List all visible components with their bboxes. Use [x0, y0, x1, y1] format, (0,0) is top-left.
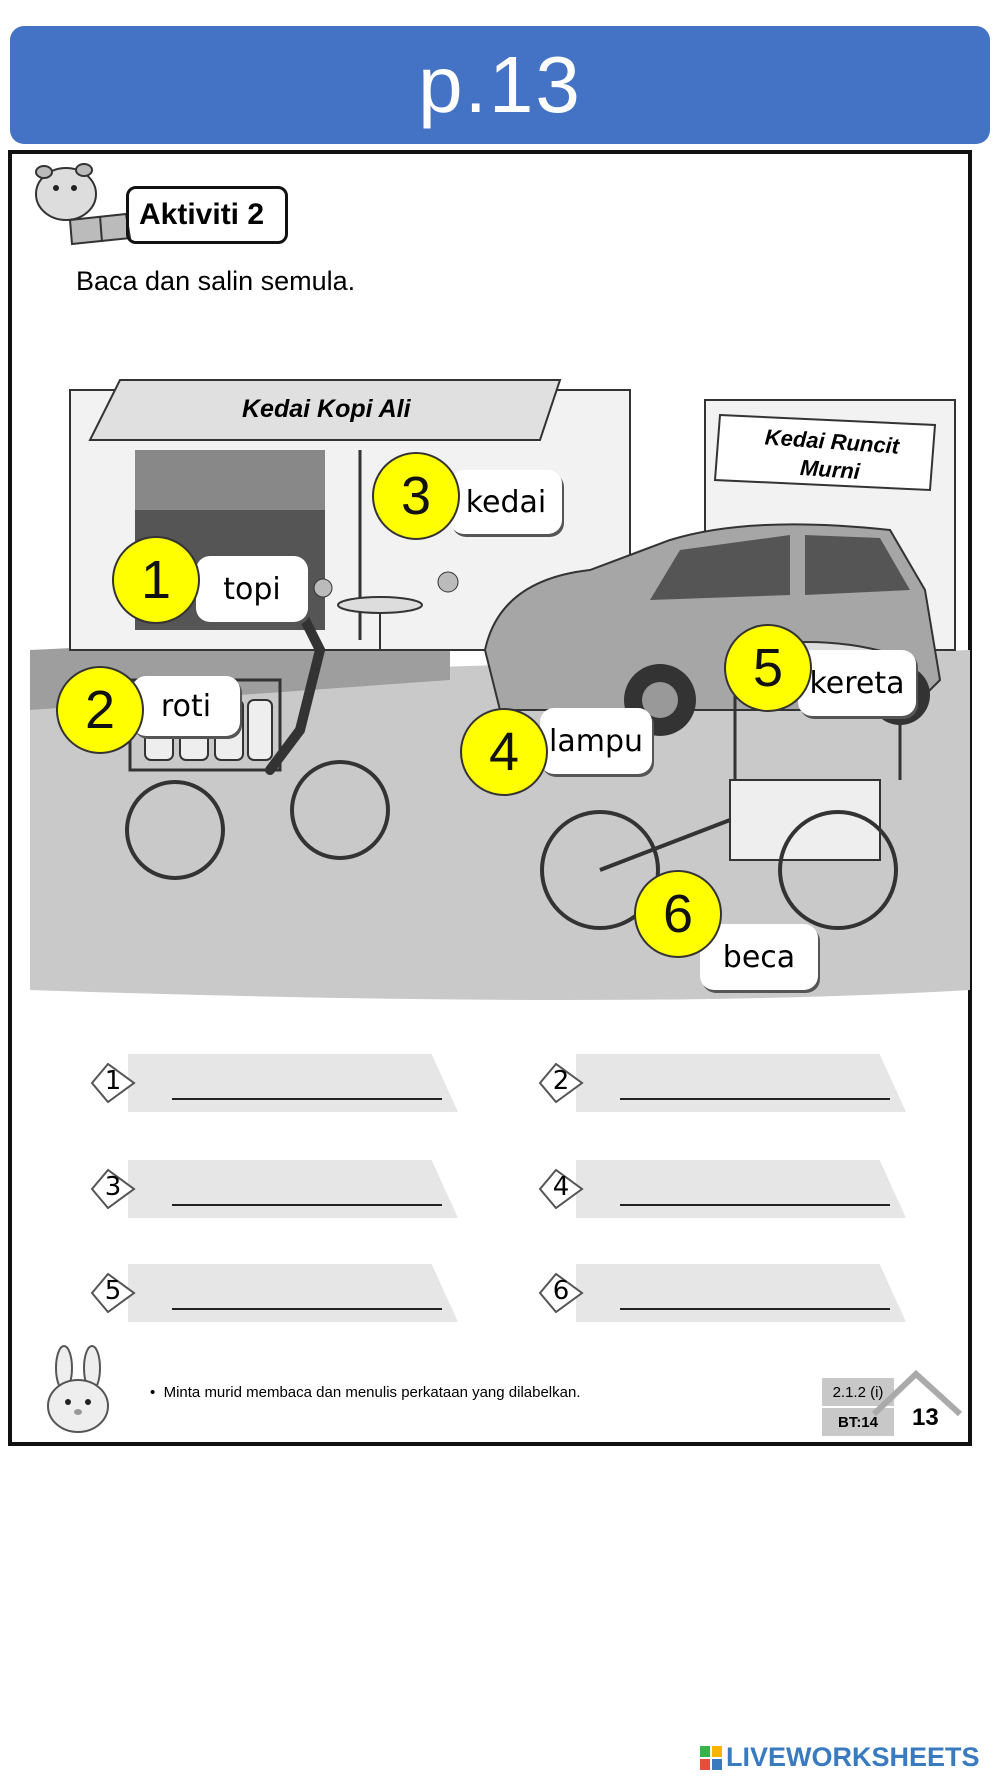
page-number: 13	[912, 1404, 939, 1431]
answer-line-6[interactable]: 6	[536, 1264, 906, 1322]
shop-sign-grocery: Kedai Runcit Murni	[764, 424, 900, 485]
label-number-6: 6	[634, 870, 722, 958]
activity-tag: Aktiviti 2	[126, 186, 288, 244]
page-title: p.13	[418, 40, 582, 129]
hamster-reading-icon	[35, 163, 132, 246]
answer-number-1: 1	[104, 1066, 122, 1096]
label-number-2: 2	[56, 666, 144, 754]
page-title-bar: p.13	[10, 26, 990, 144]
label-word-6: beca	[700, 924, 818, 990]
teacher-note: • Minta murid membaca dan menulis perkat…	[150, 1384, 581, 1401]
answer-line-3[interactable]: 3	[88, 1160, 458, 1218]
brand-text: LIVEWORKSHEETS	[726, 1742, 980, 1772]
label-number-5: 5	[724, 624, 812, 712]
curriculum-code-box: 2.1.2 (i) BT:14	[822, 1378, 894, 1438]
label-word-4: lampu	[540, 708, 652, 774]
rabbit-icon	[47, 1345, 109, 1433]
standard-code: 2.1.2 (i)	[822, 1378, 894, 1408]
answer-line-1[interactable]: 1	[88, 1054, 458, 1112]
answer-number-2: 2	[552, 1066, 570, 1096]
brand-logo: LIVEWORKSHEETS	[700, 1742, 980, 1773]
label-word-5: kereta	[798, 650, 916, 716]
answer-number-4: 4	[552, 1172, 570, 1202]
answer-number-3: 3	[104, 1172, 122, 1202]
answer-number-5: 5	[104, 1276, 122, 1306]
shop-sign-coffee: Kedai Kopi Ali	[242, 395, 411, 423]
answer-line-5[interactable]: 5	[88, 1264, 458, 1322]
label-word-2: roti	[132, 676, 240, 736]
book-code: BT:14	[822, 1408, 894, 1438]
page-corner-house-icon	[872, 1369, 962, 1417]
answer-number-6: 6	[552, 1276, 570, 1306]
bullet-icon: •	[150, 1384, 164, 1401]
label-number-3: 3	[372, 452, 460, 540]
instruction-text: Baca dan salin semula.	[76, 266, 356, 296]
answer-line-2[interactable]: 2	[536, 1054, 906, 1112]
liveworksheets-logo-icon	[700, 1745, 722, 1770]
label-number-4: 4	[460, 708, 548, 796]
label-word-1: topi	[196, 556, 308, 622]
label-word-3: kedai	[450, 470, 562, 534]
answer-line-4[interactable]: 4	[536, 1160, 906, 1218]
label-number-1: 1	[112, 536, 200, 624]
